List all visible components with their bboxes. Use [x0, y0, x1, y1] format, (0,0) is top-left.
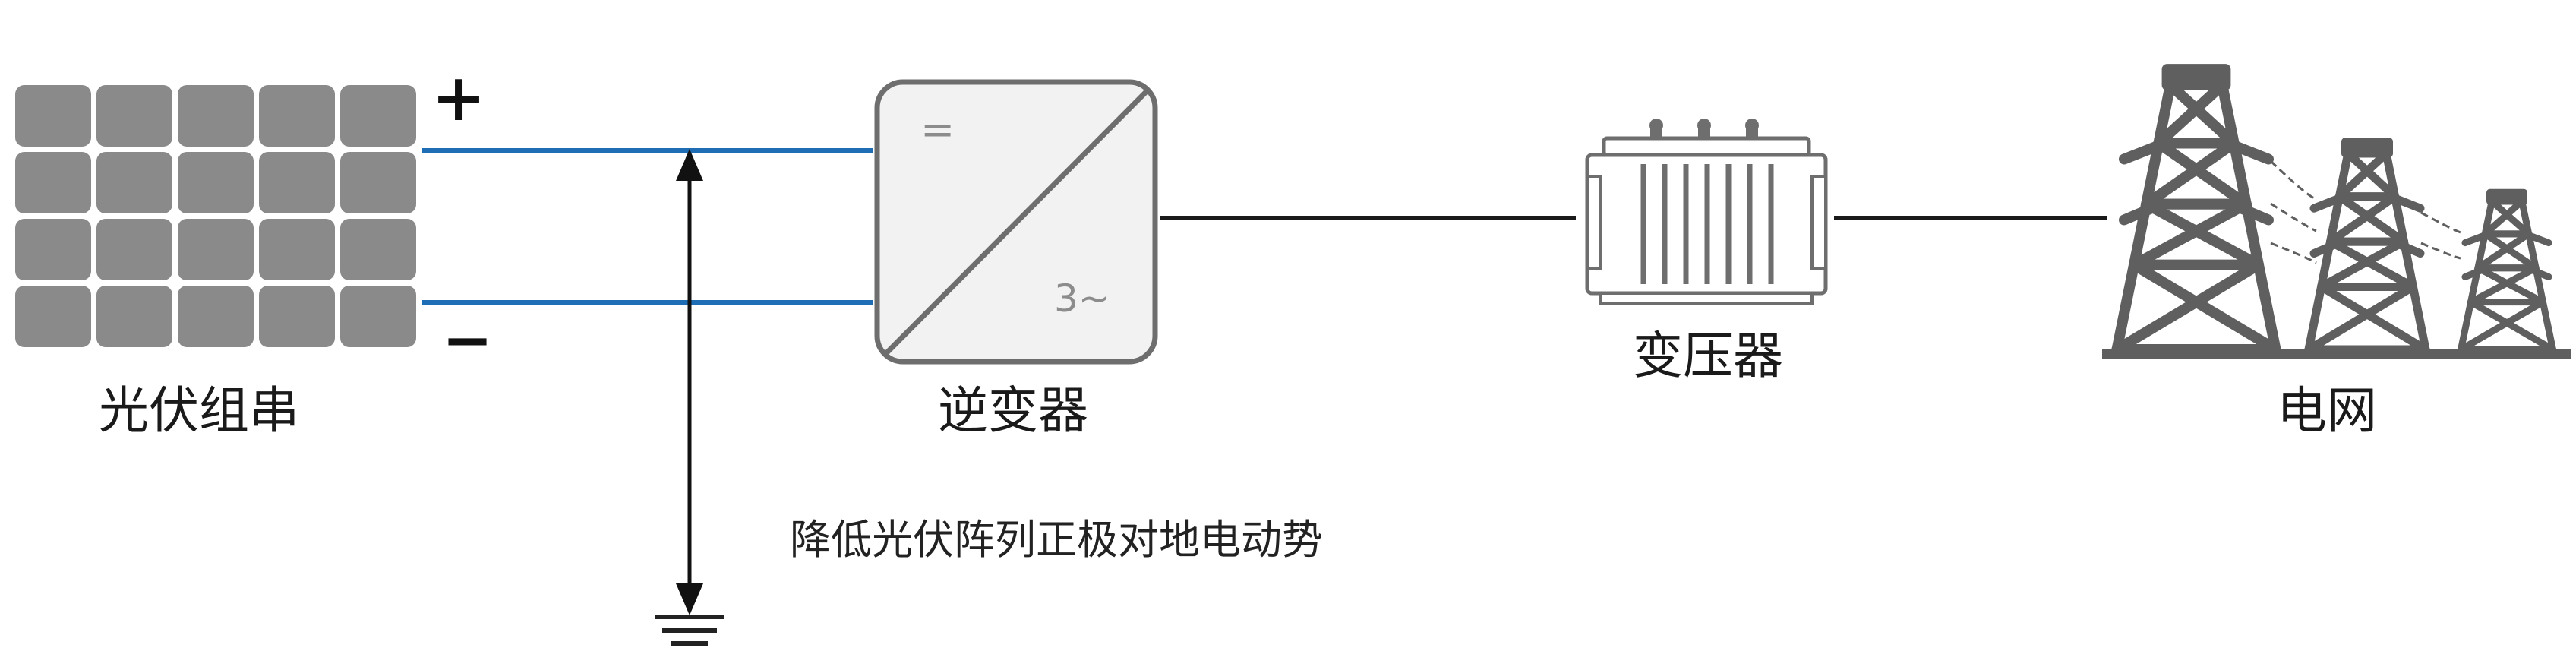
solar-cell: [15, 286, 91, 347]
solar-cell: [340, 286, 416, 347]
solar-cell: [96, 85, 172, 147]
solar-cell: [178, 152, 254, 213]
ac-symbol: 3~: [1054, 277, 1110, 321]
dc-symbol: =: [920, 106, 955, 153]
grid-label: 电网: [2277, 381, 2377, 440]
transmission-towers-icon: [2102, 64, 2571, 359]
solar-cell: [259, 85, 335, 147]
solar-cell: [178, 286, 254, 347]
solar-cell: [15, 152, 91, 213]
pv-string-label: 光伏组串: [99, 381, 299, 440]
solar-cell: [178, 219, 254, 280]
ground-symbol-icon: [655, 615, 724, 646]
solar-cell: [340, 152, 416, 213]
solar-cell: [259, 219, 335, 280]
dc-ac-inverter-icon: [874, 79, 1158, 365]
solar-cell: [259, 152, 335, 213]
solar-cell: [96, 219, 172, 280]
solar-cell: [340, 219, 416, 280]
voltage-note: 降低光伏阵列正极对地电动势: [790, 516, 1323, 564]
solar-cell: [178, 85, 254, 147]
solar-panel-icon: [15, 85, 416, 347]
transformer-icon: [1585, 119, 1828, 305]
voltage-arrow: [676, 149, 703, 615]
solar-cell: [15, 85, 91, 147]
solar-cell: [96, 152, 172, 213]
negative-sign: −: [442, 305, 494, 375]
solar-cell: [15, 219, 91, 280]
transformer-label: 变压器: [1633, 327, 1783, 385]
inverter-label: 逆变器: [938, 381, 1088, 440]
positive-sign: +: [431, 60, 487, 136]
solar-cell: [340, 85, 416, 147]
solar-cell: [259, 286, 335, 347]
solar-cell: [96, 286, 172, 347]
